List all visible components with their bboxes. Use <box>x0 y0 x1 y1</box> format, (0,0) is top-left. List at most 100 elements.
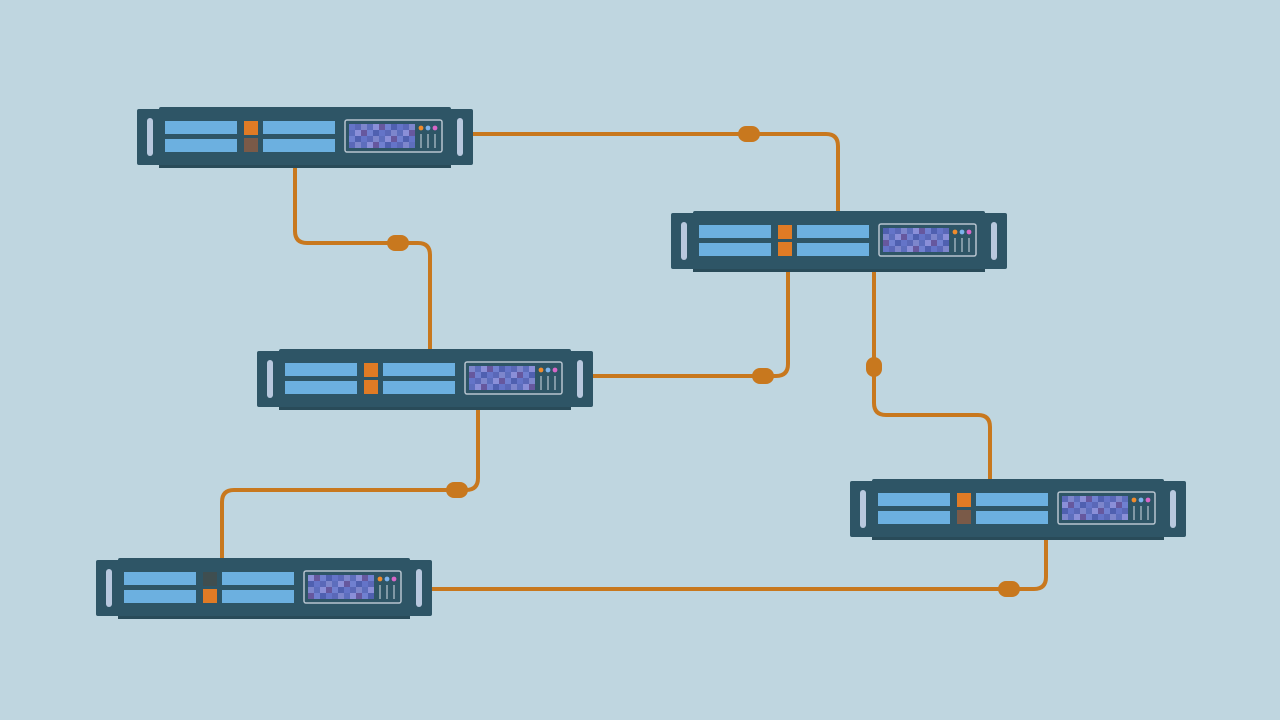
display-pixel <box>901 246 907 252</box>
display-pixel <box>475 372 481 378</box>
display-pixel <box>883 228 889 234</box>
display-pixel <box>373 142 379 148</box>
servers-layer <box>96 107 1186 619</box>
display-pixel <box>895 240 901 246</box>
indicator-dot-3 <box>1145 497 1151 503</box>
chassis-edge <box>872 537 1164 540</box>
display-pixel <box>361 124 367 130</box>
display-pixel <box>937 240 943 246</box>
display-pixel <box>469 366 475 372</box>
display-pixel <box>1104 508 1110 514</box>
display-pixel <box>1086 496 1092 502</box>
display-pixel <box>913 234 919 240</box>
indicator-dot-1 <box>952 229 958 235</box>
display-pixel <box>1080 502 1086 508</box>
display-pixel <box>326 593 332 599</box>
display-pixel <box>1068 502 1074 508</box>
display-pixel <box>913 246 919 252</box>
display-pixel <box>889 240 895 246</box>
display-pixel <box>895 234 901 240</box>
control-panel <box>1057 491 1156 525</box>
display-pixel <box>379 124 385 130</box>
cable-link-1 <box>470 126 840 214</box>
indicator-dot-2 <box>384 576 390 582</box>
display-pixel <box>1074 496 1080 502</box>
cable-link-5 <box>220 406 480 560</box>
display-pixel <box>1122 508 1128 514</box>
display-pixel <box>349 130 355 136</box>
handle-left <box>147 118 153 156</box>
display-screen <box>349 124 415 148</box>
display-pixel <box>1080 508 1086 514</box>
drive-bay <box>165 121 237 134</box>
display-pixel <box>373 136 379 142</box>
display-pixel <box>1074 514 1080 520</box>
control-panel <box>878 223 977 257</box>
display-pixel <box>505 366 511 372</box>
display-pixel <box>913 228 919 234</box>
display-pixel <box>314 581 320 587</box>
display-pixel <box>1098 514 1104 520</box>
display-pixel <box>1080 514 1086 520</box>
handle-right <box>457 118 463 156</box>
display-pixel <box>308 593 314 599</box>
display-screen <box>308 575 374 599</box>
drive-bay <box>976 493 1048 506</box>
display-pixel <box>367 142 373 148</box>
display-pixel <box>1122 496 1128 502</box>
drive-bay <box>797 225 869 238</box>
drive-bay <box>285 363 357 376</box>
display-pixel <box>391 136 397 142</box>
display-pixel <box>511 372 517 378</box>
display-pixel <box>368 575 374 581</box>
display-pixel <box>937 234 943 240</box>
display-pixel <box>529 378 535 384</box>
display-pixel <box>919 234 925 240</box>
display-pixel <box>320 587 326 593</box>
control-panel <box>303 570 402 604</box>
display-pixel <box>511 384 517 390</box>
display-pixel <box>523 372 529 378</box>
display-pixel <box>350 581 356 587</box>
handle-left <box>106 569 112 607</box>
display-pixel <box>379 142 385 148</box>
display-pixel <box>517 378 523 384</box>
chassis-edge <box>693 269 985 272</box>
cable-line <box>591 268 790 378</box>
status-led-top <box>778 225 792 239</box>
display-pixel <box>1062 496 1068 502</box>
drive-bay <box>263 121 335 134</box>
display-screen <box>883 228 949 252</box>
drive-bay <box>263 139 335 152</box>
display-pixel <box>367 136 373 142</box>
display-pixel <box>326 575 332 581</box>
display-pixel <box>1116 502 1122 508</box>
cable-line <box>220 406 480 560</box>
display-pixel <box>919 228 925 234</box>
display-pixel <box>1068 514 1074 520</box>
cable-line <box>293 165 432 351</box>
display-pixel <box>379 136 385 142</box>
display-pixel <box>361 142 367 148</box>
display-pixel <box>361 136 367 142</box>
display-pixel <box>355 142 361 148</box>
display-pixel <box>907 240 913 246</box>
display-pixel <box>362 593 368 599</box>
display-pixel <box>493 384 499 390</box>
display-pixel <box>367 124 373 130</box>
display-pixel <box>1110 502 1116 508</box>
drive-bay <box>165 139 237 152</box>
indicator-dot-1 <box>377 576 383 582</box>
display-pixel <box>385 124 391 130</box>
drive-bay <box>222 572 294 585</box>
drive-bay <box>699 243 771 256</box>
display-pixel <box>517 366 523 372</box>
status-led-bottom <box>203 589 217 603</box>
display-pixel <box>403 124 409 130</box>
cable-connector <box>446 482 468 498</box>
display-pixel <box>355 136 361 142</box>
cable-connector <box>387 235 409 251</box>
display-pixel <box>409 130 415 136</box>
drive-bay <box>124 572 196 585</box>
